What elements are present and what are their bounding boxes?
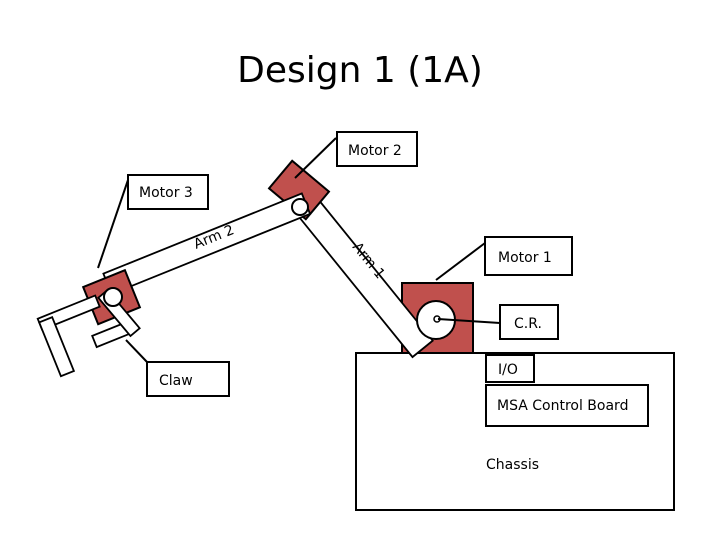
io-box bbox=[485, 354, 535, 383]
cr-label: C.R. bbox=[514, 316, 542, 332]
motor-3-leader bbox=[97, 179, 129, 269]
motor-2-leader bbox=[294, 137, 337, 179]
motor-1-leader bbox=[435, 242, 486, 281]
cr-leader bbox=[437, 318, 501, 324]
motor-3-callout bbox=[127, 174, 209, 210]
chassis-label: Chassis bbox=[486, 457, 539, 473]
claw-label: Claw bbox=[159, 373, 193, 389]
claw bbox=[36, 294, 101, 378]
motor-2-label: Motor 2 bbox=[348, 143, 402, 159]
motor-3-label: Motor 3 bbox=[139, 185, 193, 201]
motor-2-callout bbox=[336, 131, 418, 167]
motor-1-callout bbox=[484, 236, 573, 276]
control-board-box bbox=[485, 384, 649, 427]
control-board-label: MSA Control Board bbox=[497, 398, 628, 414]
claw-leader bbox=[125, 339, 148, 363]
motor-2-rotor bbox=[291, 198, 309, 216]
page-title: Design 1 (1A) bbox=[237, 50, 483, 91]
motor-3-rotor bbox=[103, 287, 123, 307]
io-label: I/O bbox=[498, 362, 518, 378]
claw-callout bbox=[146, 361, 230, 397]
motor-1-label: Motor 1 bbox=[498, 250, 552, 266]
